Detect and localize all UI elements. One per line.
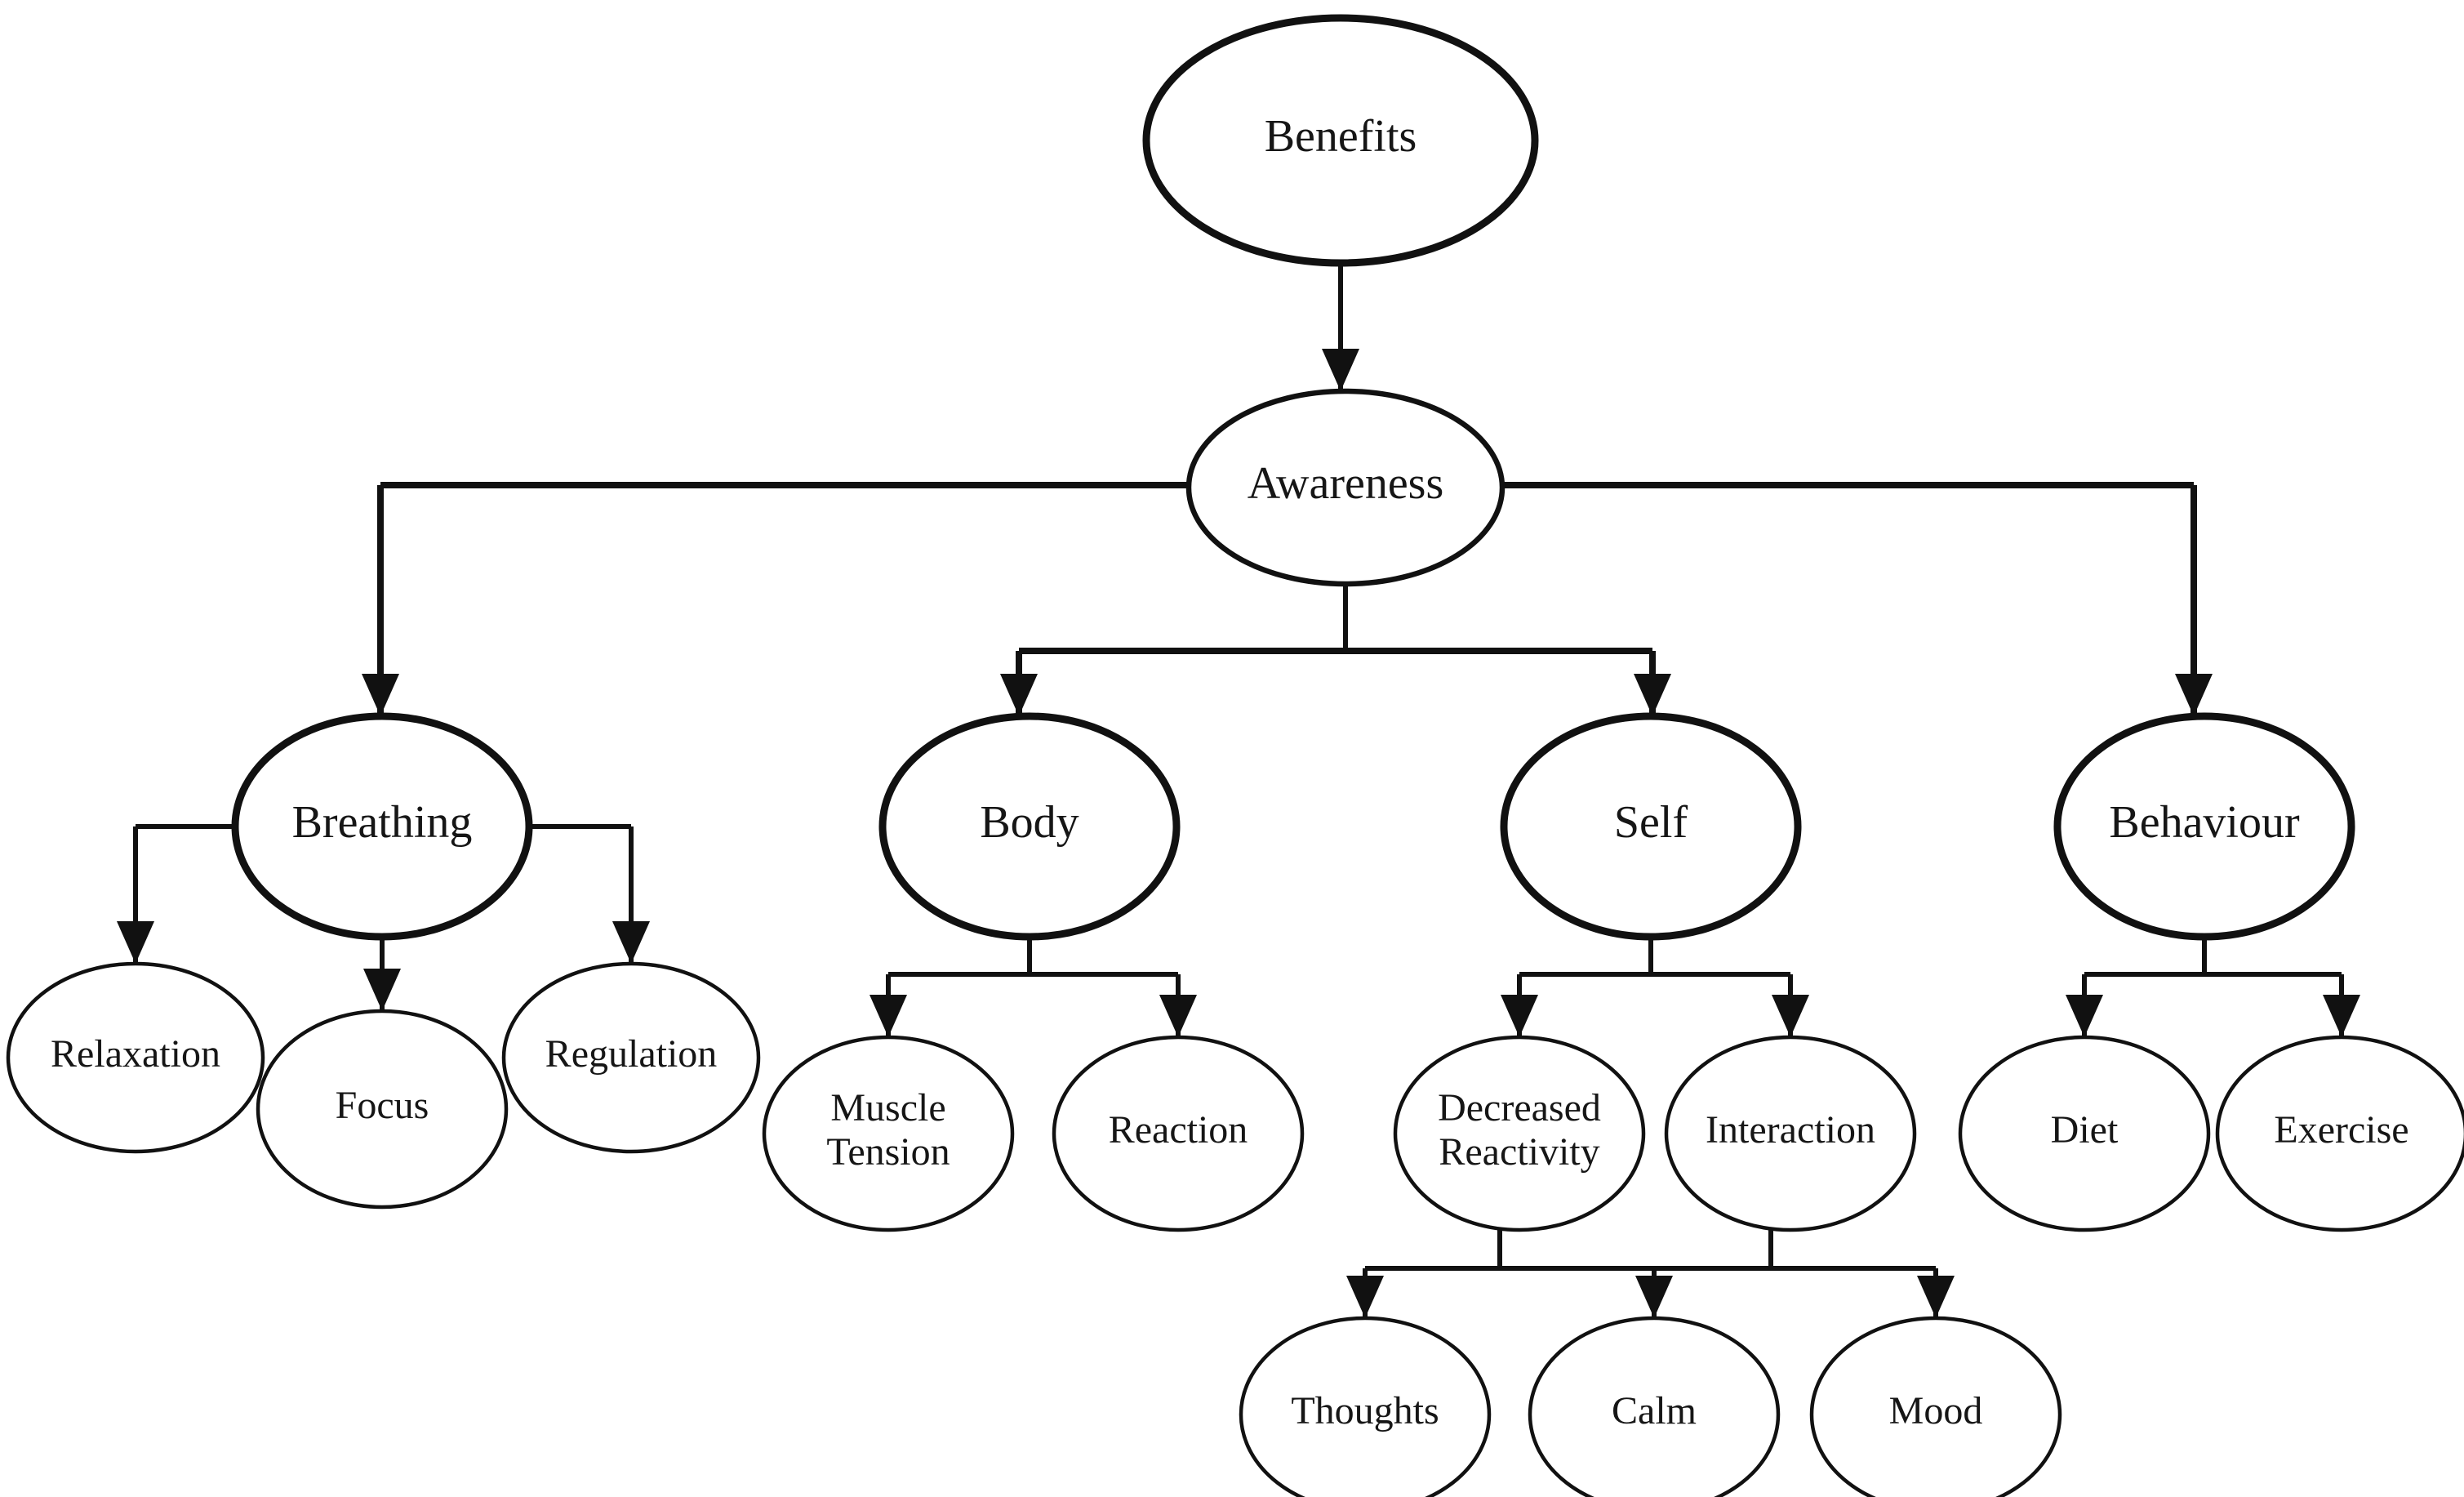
- node-ellipse-thoughts[interactable]: [1239, 1316, 1492, 1497]
- node-label-focus: Focus: [336, 1084, 429, 1127]
- node-focus[interactable]: Focus: [256, 1009, 509, 1210]
- arrow-merge-mood: [1917, 1276, 1955, 1318]
- node-thoughts[interactable]: Thoughts: [1239, 1316, 1492, 1497]
- node-label-body: Body: [980, 797, 1079, 848]
- node-interaction[interactable]: Interaction: [1664, 1035, 1917, 1232]
- node-diet[interactable]: Diet: [1958, 1035, 2211, 1232]
- node-label-diet: Diet: [2051, 1108, 2119, 1152]
- node-label-awareness: Awareness: [1248, 458, 1444, 509]
- node-relaxation[interactable]: Relaxation: [6, 961, 265, 1154]
- node-ellipse-regulation[interactable]: [501, 961, 761, 1154]
- node-label-behaviour: Behaviour: [2109, 797, 2300, 848]
- node-label-regulation: Regulation: [545, 1032, 718, 1076]
- arrow-breathing-regulation: [612, 921, 650, 964]
- node-calm[interactable]: Calm: [1528, 1316, 1781, 1497]
- node-ellipse-awareness[interactable]: [1185, 388, 1506, 587]
- node-ellipse-calm[interactable]: [1528, 1316, 1781, 1497]
- node-reaction[interactable]: Reaction: [1052, 1035, 1305, 1232]
- node-label-exercise: Exercise: [2274, 1108, 2408, 1152]
- node-ellipse-benefits[interactable]: [1142, 14, 1539, 267]
- node-mood[interactable]: Mood: [1809, 1316, 2062, 1497]
- node-breathing[interactable]: Breathing: [231, 712, 533, 941]
- node-regulation[interactable]: Regulation: [501, 961, 761, 1154]
- arrow-self-interaction: [1772, 995, 1809, 1037]
- arrow-body-reaction: [1159, 995, 1197, 1037]
- node-ellipse-reaction[interactable]: [1052, 1035, 1305, 1232]
- arrow-awareness-behaviour: [2175, 674, 2213, 716]
- node-behaviour[interactable]: Behaviour: [2053, 712, 2355, 941]
- node-label-reaction: Reaction: [1109, 1108, 1248, 1152]
- arrow-body-muscle: [870, 995, 907, 1037]
- node-ellipse-exercise[interactable]: [2215, 1035, 2464, 1232]
- node-awareness[interactable]: Awareness: [1185, 388, 1506, 587]
- node-ellipse-diet[interactable]: [1958, 1035, 2211, 1232]
- node-ellipse-decreased[interactable]: [1393, 1035, 1646, 1232]
- node-ellipse-body[interactable]: [878, 712, 1181, 941]
- arrow-merge-thoughts: [1346, 1276, 1384, 1318]
- node-label-thoughts: Thoughts: [1291, 1389, 1439, 1432]
- node-ellipse-muscle[interactable]: [762, 1035, 1015, 1232]
- arrow-self-decreased: [1501, 995, 1538, 1037]
- node-label-relaxation: Relaxation: [51, 1032, 220, 1076]
- node-body[interactable]: Body: [878, 712, 1181, 941]
- node-ellipse-behaviour[interactable]: [2053, 712, 2355, 941]
- node-label-mood: Mood: [1889, 1389, 1983, 1432]
- arrow-merge-calm: [1635, 1276, 1673, 1318]
- node-label-self: Self: [1614, 797, 1688, 848]
- node-ellipse-interaction[interactable]: [1664, 1035, 1917, 1232]
- arrow-awareness-body: [1000, 674, 1038, 716]
- node-ellipse-mood[interactable]: [1809, 1316, 2062, 1497]
- node-ellipse-relaxation[interactable]: [6, 961, 265, 1154]
- node-ellipse-breathing[interactable]: [231, 712, 533, 941]
- node-label-calm: Calm: [1612, 1389, 1697, 1432]
- node-label-benefits: Benefits: [1265, 111, 1417, 162]
- node-ellipse-self[interactable]: [1500, 712, 1802, 941]
- node-self[interactable]: Self: [1500, 712, 1802, 941]
- node-benefits[interactable]: Benefits: [1142, 14, 1539, 267]
- node-ellipse-focus[interactable]: [256, 1009, 509, 1210]
- connector-layer: [117, 263, 2360, 1318]
- node-label-breathing: Breathing: [292, 797, 473, 848]
- node-exercise[interactable]: Exercise: [2215, 1035, 2464, 1232]
- node-label-interaction: Interaction: [1706, 1108, 1875, 1152]
- arrow-behaviour-diet: [2066, 995, 2103, 1037]
- arrow-behaviour-exercise: [2323, 995, 2360, 1037]
- arrow-breathing-relaxation: [117, 921, 154, 964]
- arrow-awareness-breathing: [362, 674, 399, 716]
- arrow-breathing-focus: [363, 969, 401, 1011]
- arrow-benefits-awareness: [1322, 349, 1359, 391]
- arrow-awareness-self: [1634, 674, 1671, 716]
